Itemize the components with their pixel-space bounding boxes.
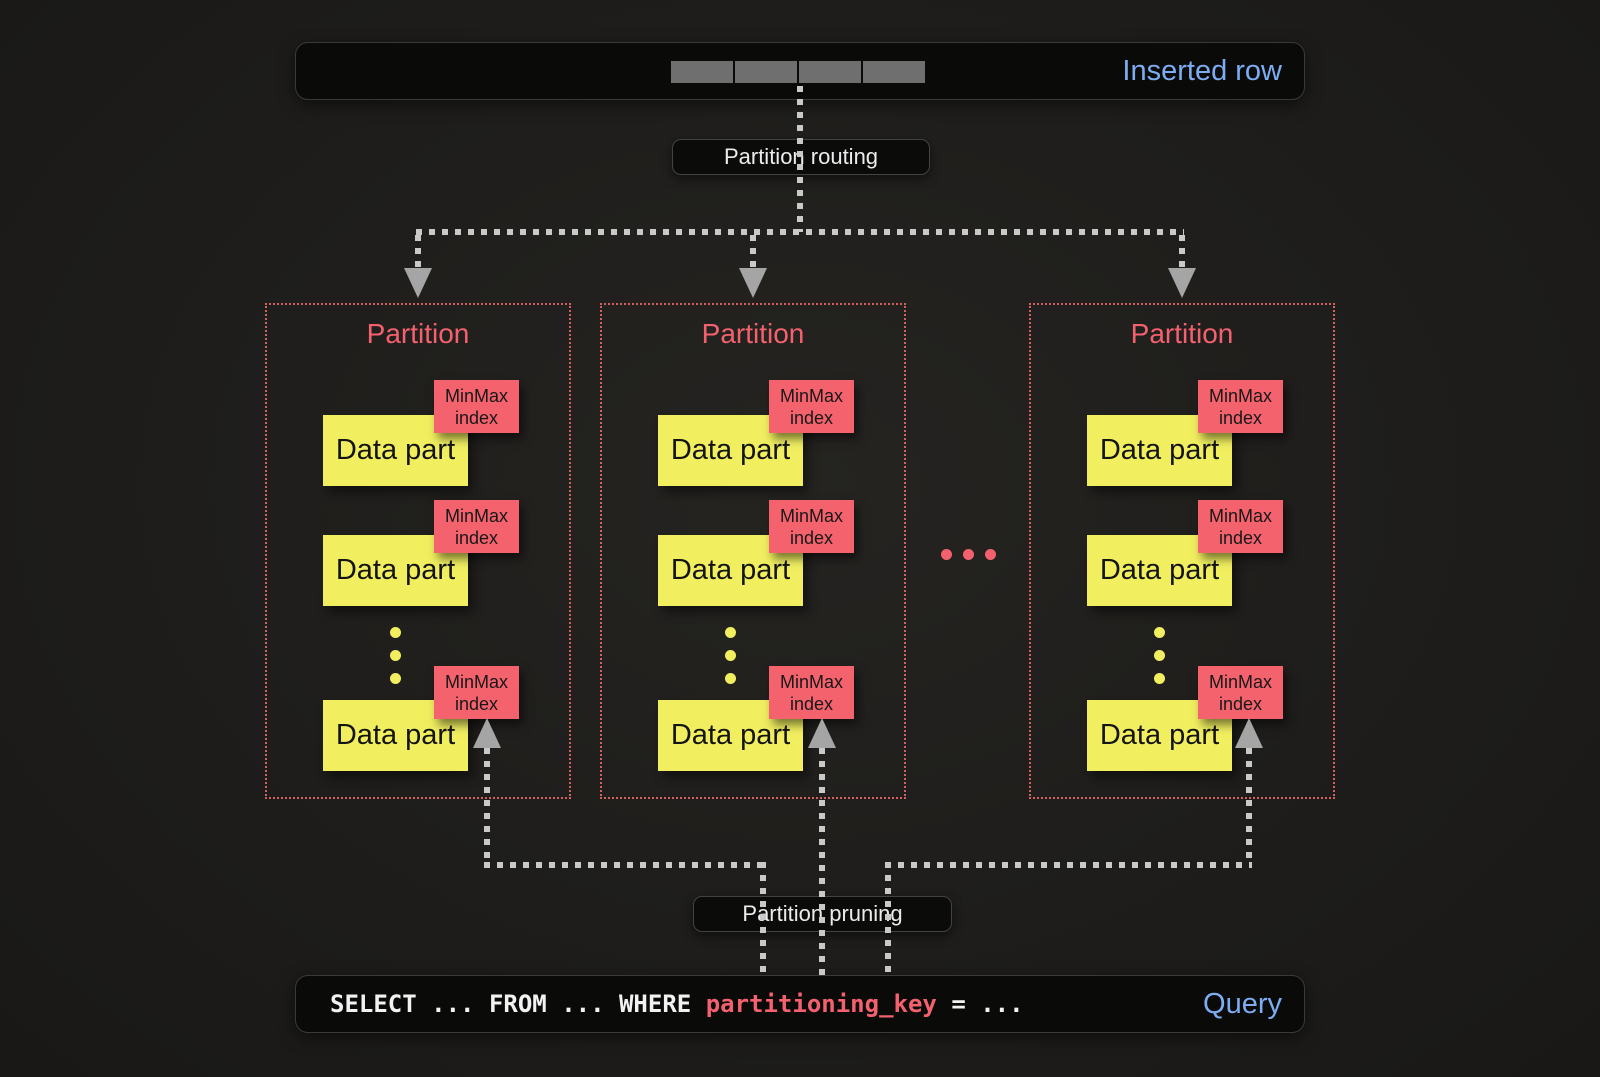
arrow-up-icon: [1235, 718, 1263, 748]
pruning-line-left-horizontal: [484, 862, 766, 868]
inserted-row-bar: Inserted row: [295, 42, 1305, 100]
minmax-index-tag: MinMax index: [1198, 666, 1283, 719]
sql-prefix: SELECT ... FROM ... WHERE: [330, 990, 706, 1018]
arrow-down-icon: [1168, 268, 1196, 298]
more-parts-dot: [390, 673, 401, 684]
routing-distributor-line: [416, 229, 1184, 235]
more-parts-dot: [1154, 673, 1165, 684]
arrow-down-icon: [739, 268, 767, 298]
query-label: Query: [1203, 987, 1282, 1020]
partition-ellipsis-dot: [941, 549, 952, 560]
partition-title: Partition: [1130, 318, 1234, 349]
sql-suffix: = ...: [936, 990, 1024, 1018]
routing-branch-line-left: [415, 235, 421, 269]
routing-branch-line-right: [1179, 235, 1185, 269]
routing-vertical-line: [797, 86, 803, 232]
more-parts-dot: [1154, 627, 1165, 638]
inserted-row-label: Inserted row: [1122, 54, 1282, 87]
sql-partitioning-key: partitioning_key: [705, 990, 937, 1018]
minmax-index-tag: MinMax index: [434, 380, 519, 433]
partition-box-1: Partition MinMax index Data part MinMax …: [265, 303, 571, 799]
minmax-index-tag: MinMax index: [1198, 500, 1283, 553]
more-parts-dot: [1154, 650, 1165, 661]
inserted-row-segments: [671, 61, 925, 83]
more-parts-dot: [725, 673, 736, 684]
minmax-index-tag: MinMax index: [769, 380, 854, 433]
minmax-index-tag: MinMax index: [1198, 380, 1283, 433]
routing-branch-line-middle: [750, 235, 756, 269]
more-parts-dot: [390, 627, 401, 638]
more-parts-dot: [725, 627, 736, 638]
data-part-box: Data part: [1087, 415, 1232, 486]
query-sql-text: SELECT ... FROM ... WHERE partitioning_k…: [296, 990, 1024, 1018]
row-segment-cell: [735, 61, 797, 83]
pruning-line-right-upper: [1246, 748, 1252, 865]
data-part-box: Data part: [323, 415, 468, 486]
partition-box-3: Partition MinMax index Data part MinMax …: [1029, 303, 1335, 799]
row-segment-cell: [799, 61, 861, 83]
pruning-line-right-lower: [885, 862, 891, 975]
more-parts-dot: [725, 650, 736, 661]
query-bar: SELECT ... FROM ... WHERE partitioning_k…: [295, 975, 1305, 1033]
pruning-line-left-upper: [484, 748, 490, 865]
partition-title: Partition: [701, 318, 805, 349]
pruning-line-left-lower: [760, 862, 766, 975]
pruning-line-middle: [819, 748, 825, 975]
partition-title: Partition: [366, 318, 470, 349]
partition-ellipsis-dot: [963, 549, 974, 560]
arrow-up-icon: [808, 718, 836, 748]
minmax-index-tag: MinMax index: [434, 666, 519, 719]
row-segment-cell: [863, 61, 925, 83]
arrow-down-icon: [404, 268, 432, 298]
row-segment-cell: [671, 61, 733, 83]
data-part-box: Data part: [323, 700, 468, 771]
data-part-box: Data part: [323, 535, 468, 606]
more-parts-dot: [390, 650, 401, 661]
partition-ellipsis-dot: [985, 549, 996, 560]
minmax-index-tag: MinMax index: [769, 666, 854, 719]
minmax-index-tag: MinMax index: [434, 500, 519, 553]
arrow-up-icon: [473, 718, 501, 748]
partition-box-2: Partition MinMax index Data part MinMax …: [600, 303, 906, 799]
minmax-index-tag: MinMax index: [769, 500, 854, 553]
pruning-line-right-horizontal: [885, 862, 1252, 868]
